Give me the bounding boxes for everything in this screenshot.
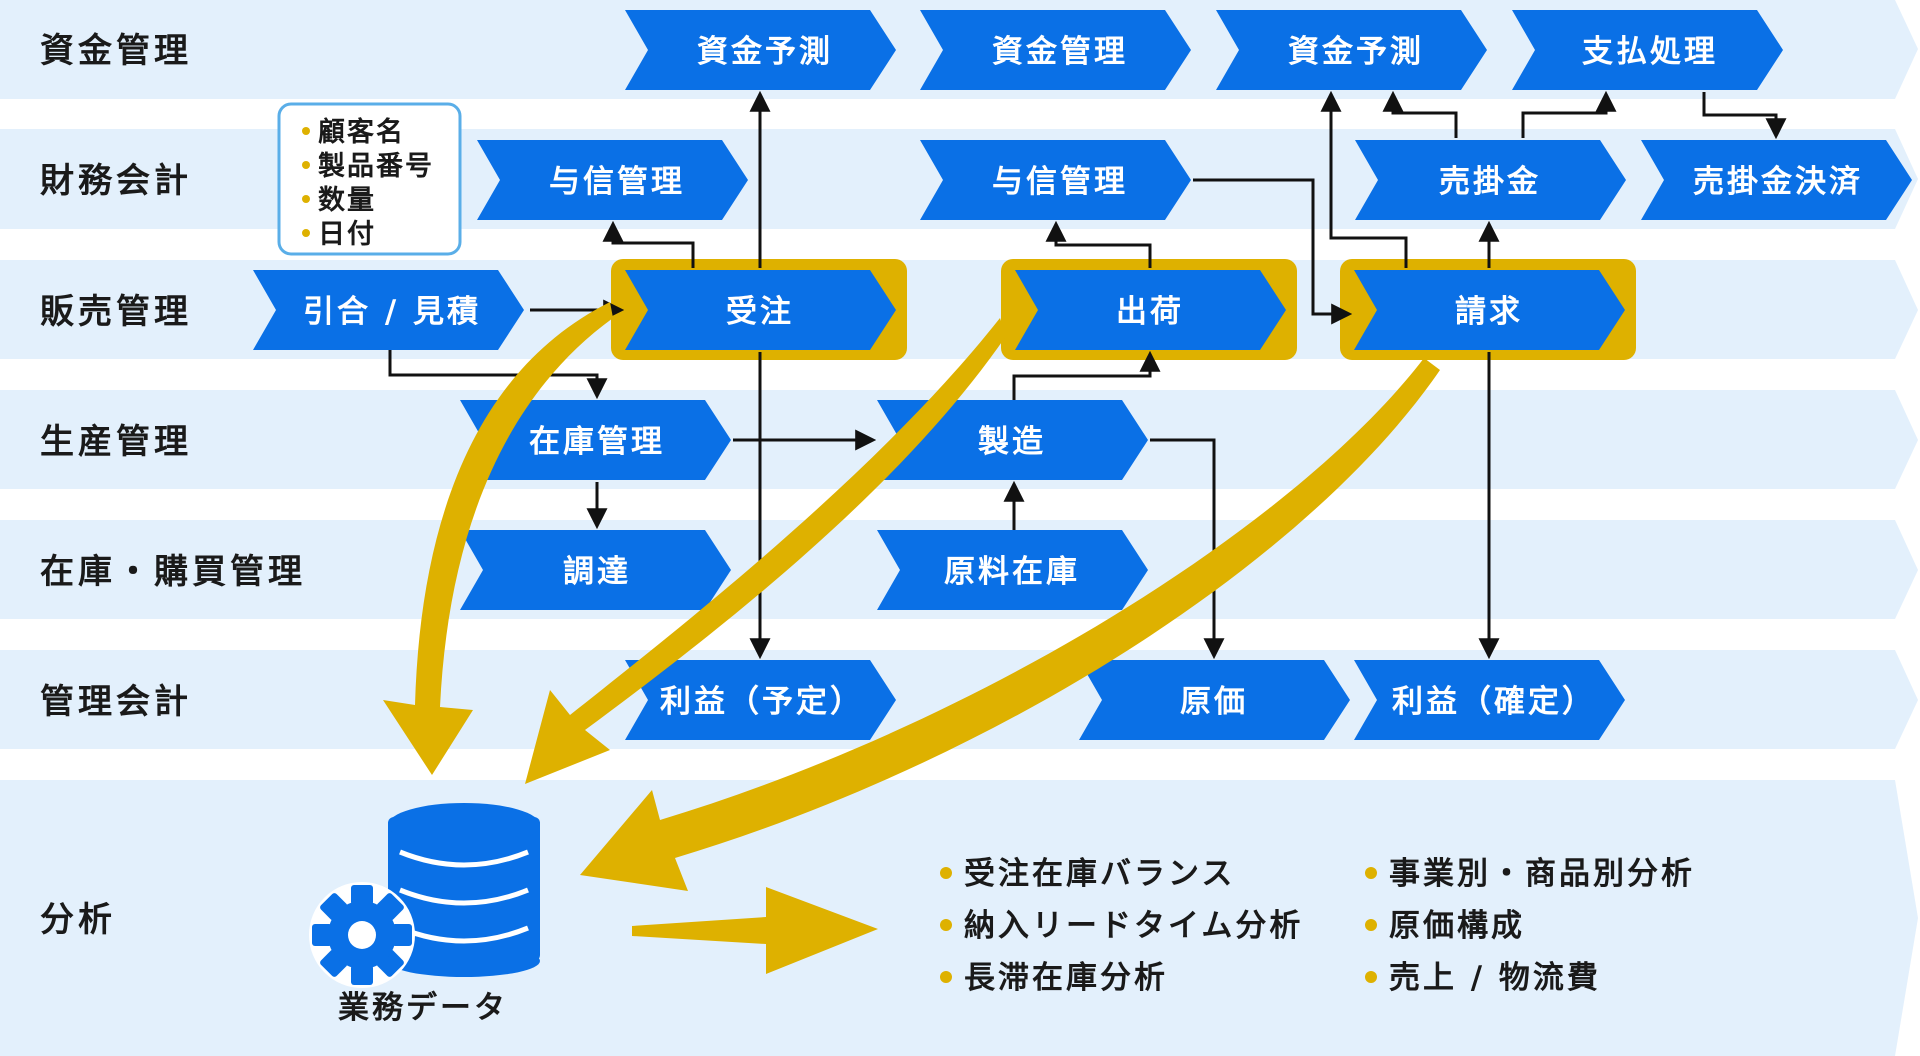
node-label-receivable: 売掛金 xyxy=(1439,164,1541,200)
connector-manufacture-ship xyxy=(1012,350,1161,400)
note-item-3: 日付 xyxy=(302,219,376,250)
node-label-invoice: 請求 xyxy=(1455,294,1523,330)
node-label-order: 受注 xyxy=(726,294,794,330)
note-text: 顧客名 xyxy=(318,116,405,148)
node-payment: 支払処理 xyxy=(1512,10,1783,90)
lane-label-funds: 資金管理 xyxy=(40,31,192,71)
analysis-bullet-icon xyxy=(1365,867,1377,879)
analysis-bullet-icon xyxy=(940,919,952,931)
node-label-profit-final: 利益（確定） xyxy=(1392,684,1596,720)
note-item-1: 製品番号 xyxy=(302,151,434,182)
node-quote: 引合 / 見積 xyxy=(253,270,524,350)
analysis-bullet-icon xyxy=(940,971,952,983)
node-rawstock: 原料在庫 xyxy=(877,530,1148,610)
node-label-settlement: 売掛金決済 xyxy=(1693,164,1863,200)
lane-label-mgmt: 管理会計 xyxy=(40,682,192,722)
note-item-2: 数量 xyxy=(302,185,376,216)
analysis-item-left-0: 受注在庫バランス xyxy=(940,856,1235,892)
analysis-text: 原価構成 xyxy=(1389,908,1525,944)
node-label-procure: 調達 xyxy=(563,554,631,590)
node-label-forecast2: 資金予測 xyxy=(1288,34,1424,70)
analysis-text: 売上 / 物流費 xyxy=(1389,960,1601,996)
node-profit-final: 利益（確定） xyxy=(1354,660,1625,740)
yellow-arrow-order-to-data xyxy=(383,302,613,775)
node-label-stock: 在庫管理 xyxy=(529,424,665,460)
note-bullet-icon xyxy=(302,161,310,169)
connector-quote-stock xyxy=(388,350,608,400)
connector-credit2-invoice xyxy=(1193,178,1353,325)
analysis-item-right-2: 売上 / 物流費 xyxy=(1365,960,1601,996)
gear-icon xyxy=(309,882,415,988)
node-forecast1: 資金予測 xyxy=(625,10,896,90)
node-stock: 在庫管理 xyxy=(460,400,731,480)
connector-order-credit1 xyxy=(602,220,695,268)
node-ship: 出荷 xyxy=(1015,270,1286,350)
yellow-arrow-ship-to-data xyxy=(525,318,1006,784)
note-text: 日付 xyxy=(318,219,376,250)
node-fundsmgmt: 資金管理 xyxy=(920,10,1191,90)
yellow-arrow-data-to-analysis xyxy=(632,887,878,974)
note-frame xyxy=(277,102,462,256)
node-credit1: 与信管理 xyxy=(477,140,748,220)
connector-receivable-forecast2 xyxy=(1382,90,1458,138)
note-bullet-icon xyxy=(302,229,310,237)
analysis-item-left-1: 納入リードタイム分析 xyxy=(940,908,1303,944)
analysis-bullet-icon xyxy=(1365,919,1377,931)
analysis-item-right-1: 原価構成 xyxy=(1365,908,1525,944)
note-box: 顧客名 製品番号 数量 日付 xyxy=(277,102,462,256)
node-label-credit1: 与信管理 xyxy=(549,164,685,200)
node-order: 受注 xyxy=(625,270,896,350)
analysis-text: 事業別・商品別分析 xyxy=(1389,856,1695,892)
node-credit2: 与信管理 xyxy=(920,140,1191,220)
node-cost: 原価 xyxy=(1079,660,1350,740)
database-label: 業務データ xyxy=(338,990,508,1026)
connector-receivable-payment xyxy=(1521,90,1617,138)
lane-label-production: 生産管理 xyxy=(40,422,192,462)
node-label-payment: 支払処理 xyxy=(1582,34,1718,70)
node-label-cost: 原価 xyxy=(1180,684,1248,720)
node-receivable: 売掛金 xyxy=(1355,140,1626,220)
note-bullet-icon xyxy=(302,195,310,203)
analysis-item-right-0: 事業別・商品別分析 xyxy=(1365,856,1695,892)
node-settlement: 売掛金決済 xyxy=(1641,140,1912,220)
node-profit-plan: 利益（予定） xyxy=(625,660,896,740)
database-gear-icon: 業務データ xyxy=(309,803,540,1026)
node-invoice: 請求 xyxy=(1354,270,1625,350)
node-label-profit-plan: 利益（予定） xyxy=(660,684,864,720)
note-item-0: 顧客名 xyxy=(302,116,405,148)
note-text: 数量 xyxy=(318,185,376,216)
analysis-bullet-icon xyxy=(1365,971,1377,983)
connector-ship-credit2 xyxy=(1045,220,1152,268)
node-label-credit2: 与信管理 xyxy=(992,164,1128,200)
lane-label-finance: 財務会計 xyxy=(40,161,192,201)
analysis-bullet-icon xyxy=(940,867,952,879)
note-text: 製品番号 xyxy=(318,151,434,182)
connector-payment-settlement xyxy=(1702,92,1787,140)
node-forecast2: 資金予測 xyxy=(1216,10,1487,90)
analysis-text: 長滞在庫分析 xyxy=(964,960,1168,996)
yellow-arrow-invoice-to-data xyxy=(580,358,1440,891)
connector-invoice-forecast2 xyxy=(1320,90,1408,268)
analysis-text: 納入リードタイム分析 xyxy=(964,908,1303,944)
node-label-ship: 出荷 xyxy=(1116,294,1184,330)
database-icon xyxy=(388,803,540,977)
note-bullet-icon xyxy=(302,127,310,135)
node-label-rawstock: 原料在庫 xyxy=(944,554,1080,590)
node-label-fundsmgmt: 資金管理 xyxy=(992,34,1128,70)
node-procure: 調達 xyxy=(460,530,731,610)
node-label-forecast1: 資金予測 xyxy=(697,34,833,70)
lane-label-analysis: 分析 xyxy=(40,900,116,940)
node-label-quote: 引合 / 見積 xyxy=(303,294,481,330)
analysis-item-left-2: 長滞在庫分析 xyxy=(940,960,1168,996)
node-manufacture: 製造 xyxy=(877,400,1148,480)
node-label-manufacture: 製造 xyxy=(978,424,1046,460)
lane-label-sales: 販売管理 xyxy=(40,292,192,332)
lane-bg-analysis xyxy=(0,780,1918,1056)
lane-label-inventory: 在庫・購買管理 xyxy=(40,552,306,592)
analysis-text: 受注在庫バランス xyxy=(964,856,1235,892)
